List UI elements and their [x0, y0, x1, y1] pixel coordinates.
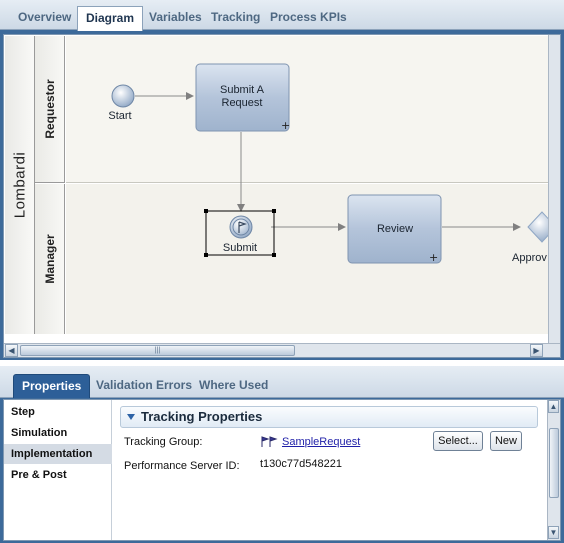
- flag-icon: [238, 221, 247, 233]
- activity-label-line1: Submit A: [220, 84, 265, 96]
- activity-submit-a-request[interactable]: Submit A Request +: [195, 63, 290, 132]
- tab-overview[interactable]: Overview: [18, 10, 72, 24]
- expand-plus-icon[interactable]: +: [429, 251, 438, 264]
- scroll-up-arrow-icon[interactable]: ▲: [548, 400, 559, 413]
- lane-header-manager[interactable]: Manager: [35, 184, 65, 334]
- new-button[interactable]: New: [490, 431, 522, 451]
- start-event-label: Start: [108, 110, 131, 122]
- performance-server-value: t130c77d548221: [260, 458, 342, 470]
- properties-panel: Properties Validation Errors Where Used …: [0, 366, 564, 543]
- tab-diagram[interactable]: Diagram: [77, 6, 144, 31]
- selection-box: [205, 210, 275, 256]
- lane-requestor[interactable]: [66, 36, 548, 183]
- tracking-properties-section[interactable]: Tracking Properties: [120, 406, 538, 428]
- category-implementation[interactable]: Implementation: [4, 444, 112, 464]
- diagram-vertical-scrollbar[interactable]: [548, 35, 560, 345]
- expand-plus-icon[interactable]: +: [281, 119, 290, 132]
- select-button[interactable]: Select...: [433, 431, 483, 451]
- scroll-left-arrow-icon[interactable]: ◀: [5, 344, 18, 357]
- start-event[interactable]: Start: [108, 84, 135, 122]
- performance-server-label: Performance Server ID:: [124, 460, 240, 472]
- category-step[interactable]: Step: [11, 406, 35, 418]
- tab-process-kpis[interactable]: Process KPIs: [270, 10, 347, 24]
- scroll-down-arrow-icon[interactable]: ▼: [548, 526, 559, 539]
- category-pre-post[interactable]: Pre & Post: [11, 469, 67, 481]
- tracking-group-link[interactable]: SampleRequest: [282, 436, 361, 448]
- collapse-caret-icon[interactable]: [127, 414, 135, 420]
- section-title: Tracking Properties: [141, 409, 263, 424]
- process-diagram: Start Submit A Request + Submit: [108, 63, 548, 264]
- editor-tabbar: Overview Diagram Variables Tracking Proc…: [0, 0, 564, 31]
- activity-label: Review: [377, 223, 413, 235]
- scroll-right-arrow-icon[interactable]: ▶: [530, 344, 543, 357]
- scroll-thumb[interactable]: |||: [20, 345, 295, 356]
- category-list: Step Simulation Implementation Pre & Pos…: [4, 400, 112, 540]
- tab-where-used[interactable]: Where Used: [199, 378, 269, 392]
- tab-variables[interactable]: Variables: [149, 10, 202, 24]
- gateway-label: Approv: [512, 252, 547, 264]
- lane-header-requestor[interactable]: Requestor: [35, 36, 65, 183]
- lane-manager[interactable]: [66, 184, 548, 334]
- properties-body: Step Simulation Implementation Pre & Pos…: [3, 399, 561, 541]
- diagram-horizontal-scrollbar[interactable]: ◀ ||| ▶: [4, 343, 560, 357]
- pool-header[interactable]: Lombardi: [5, 36, 35, 334]
- intermediate-event-submit[interactable]: Submit: [204, 209, 276, 257]
- scroll-thumb[interactable]: [549, 428, 559, 498]
- activity-review[interactable]: Review +: [347, 194, 442, 264]
- tab-tracking[interactable]: Tracking: [211, 10, 261, 24]
- tracking-group-label: Tracking Group:: [124, 436, 203, 448]
- tab-properties[interactable]: Properties: [13, 374, 91, 398]
- editor-panel: Overview Diagram Variables Tracking Proc…: [0, 0, 564, 360]
- diagram-canvas[interactable]: Lombardi Requestor Manager: [3, 34, 561, 358]
- tracking-group-flag-icon: [261, 436, 278, 447]
- activity-label-line2: Request: [222, 97, 263, 109]
- properties-vertical-scrollbar[interactable]: ▲ ▼: [547, 400, 560, 540]
- properties-tabbar: Properties Validation Errors Where Used: [0, 366, 564, 398]
- gateway-approve[interactable]: Approv: [512, 211, 548, 264]
- category-simulation[interactable]: Simulation: [11, 427, 68, 439]
- intermediate-event-label: Submit: [223, 242, 257, 254]
- tab-validation-errors[interactable]: Validation Errors: [96, 378, 193, 392]
